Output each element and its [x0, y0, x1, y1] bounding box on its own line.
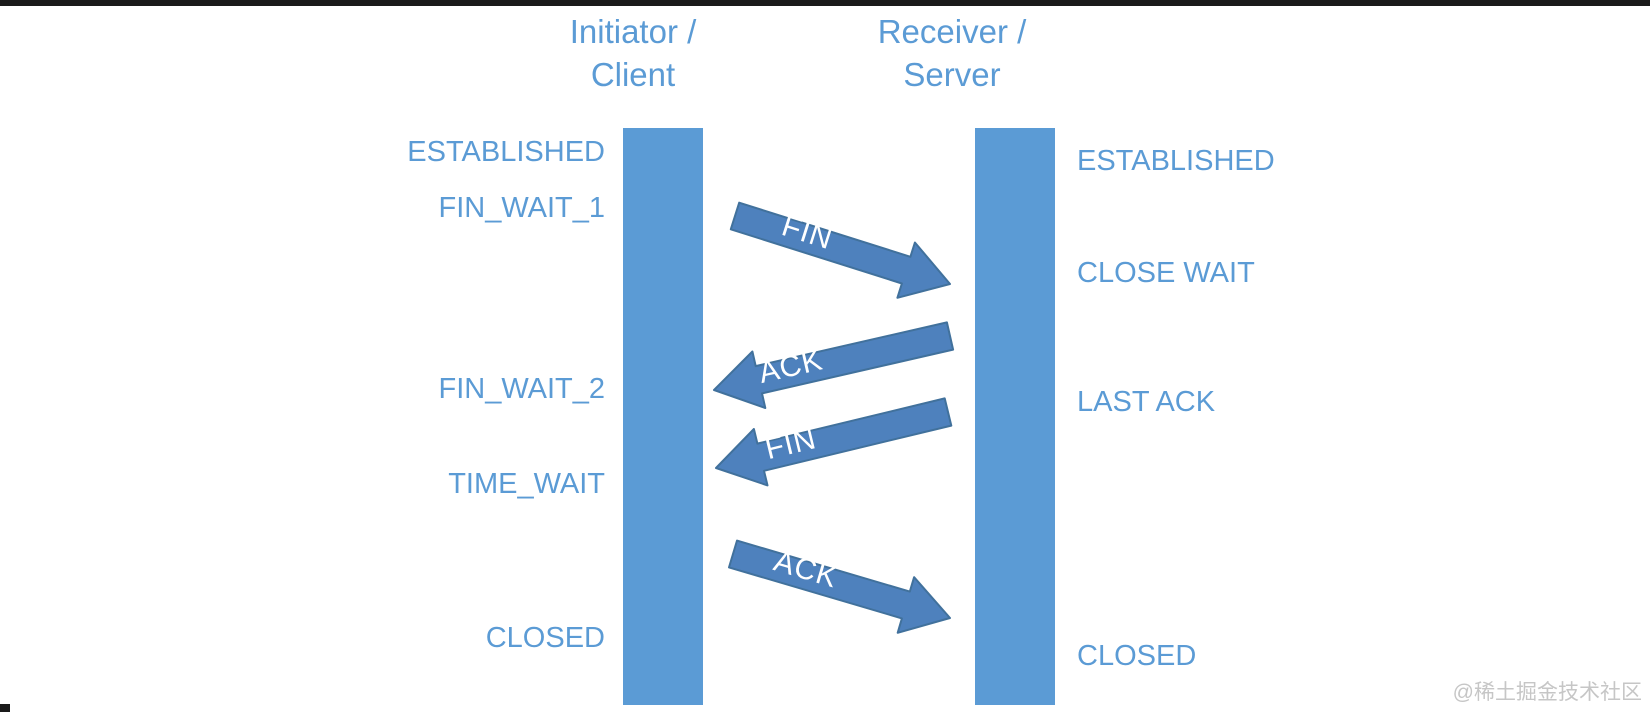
initiator-state-fin-wait-1: FIN_WAIT_1: [438, 192, 605, 224]
initiator-state-time-wait: TIME_WAIT: [448, 468, 605, 500]
receiver-state-last-ack: LAST ACK: [1077, 386, 1216, 418]
bottom-left-artifact: [0, 704, 10, 712]
fin-arrow: [715, 397, 953, 487]
initiator-state-established: ESTABLISHED: [407, 136, 605, 168]
receiver-state-closed: CLOSED: [1077, 640, 1196, 672]
receiver-header-line1: Receiver /: [878, 13, 1027, 50]
ack-arrow: [728, 539, 951, 634]
watermark: @稀土掘金技术社区: [1452, 681, 1642, 704]
ack-arrow: [713, 321, 955, 409]
initiator-states-column: ESTABLISHED FIN_WAIT_1FIN_WAIT_2TIME_WAIT…: [407, 136, 605, 654]
receiver-states-column: ESTABLISHED CLOSE WAIT LAST ACK CLOSED: [1077, 145, 1275, 672]
fin-arrow: [729, 201, 951, 299]
initiator-state-closed: CLOSED: [486, 622, 605, 654]
initiator-lifeline-bar: [623, 128, 703, 705]
initiator-state-fin-wait-2: FIN_WAIT_2: [438, 373, 605, 405]
top-edge-artifact: [0, 0, 1650, 6]
ack-arrow-label: ACK: [756, 343, 826, 390]
receiver-header-line2: Server: [903, 56, 1000, 93]
receiver-state-established: ESTABLISHED: [1077, 145, 1275, 177]
fin-arrow-label: FIN: [778, 209, 837, 256]
receiver-lifeline-bar: [975, 128, 1055, 705]
receiver-state-close-wait: CLOSE WAIT: [1077, 257, 1255, 289]
initiator-header-line1: Initiator /: [570, 13, 697, 50]
initiator-header-line2: Client: [591, 56, 675, 93]
